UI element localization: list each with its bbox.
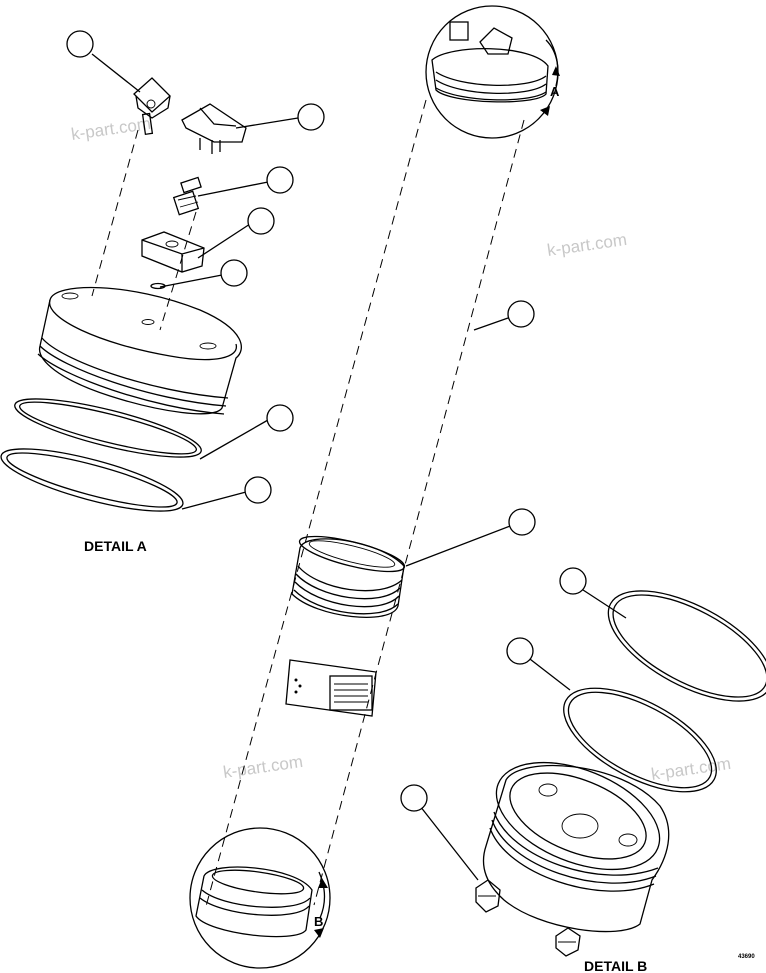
piston: [291, 535, 406, 618]
callout-bubble: [506, 637, 534, 665]
grease-fitting-bottom: [555, 927, 581, 957]
callout-bubble: [220, 259, 248, 287]
gland-large-o-ring: [607, 590, 766, 702]
callout-leaders: [91, 53, 627, 881]
gland-body: [482, 761, 670, 933]
callout-bubble: [66, 30, 94, 58]
head-backup-ring: [0, 448, 184, 512]
bleeder-fitting: [172, 176, 202, 216]
callout-bubble: [266, 404, 294, 432]
detail-a-label: DETAIL A: [84, 538, 147, 554]
detail-b-label: DETAIL B: [584, 958, 647, 973]
watermark-4: k-part.com: [650, 754, 732, 784]
cylinder-head: [37, 286, 242, 415]
callout-bubble: [247, 207, 275, 235]
callout-bubbles: [66, 30, 587, 812]
view-b-letter: B: [314, 914, 323, 929]
callout-bubble: [559, 567, 587, 595]
callout-bubble: [507, 300, 535, 328]
watermark-2: k-part.com: [546, 230, 628, 260]
view-a-letter: A: [550, 84, 560, 99]
gland-backup-ring: [563, 687, 717, 793]
spacer-block: [141, 231, 205, 273]
cylinder-tube-outline: [204, 99, 525, 911]
callout-bubble: [508, 508, 536, 536]
detail-a-assembly-lines: [91, 129, 197, 331]
tube-guide-plate: [181, 103, 247, 154]
view-a-magnifier: A: [425, 5, 560, 139]
callout-bubble: [266, 166, 294, 194]
figure-number: 43690: [738, 954, 755, 960]
piston-wear-band: [285, 659, 377, 717]
head-o-ring: [14, 398, 202, 458]
view-b-magnifier: B: [189, 827, 331, 969]
watermark-3: k-part.com: [222, 752, 304, 782]
grease-fitting-left: [475, 879, 501, 913]
callout-bubble: [297, 103, 325, 131]
relief-valve-fitting: [133, 77, 171, 136]
watermark-1: k-part.com: [70, 114, 152, 144]
callout-bubble: [244, 476, 272, 504]
watermarks: k-part.com k-part.com k-part.com k-part.…: [70, 114, 732, 784]
callout-bubble: [400, 784, 428, 812]
small-o-ring: [150, 282, 166, 290]
